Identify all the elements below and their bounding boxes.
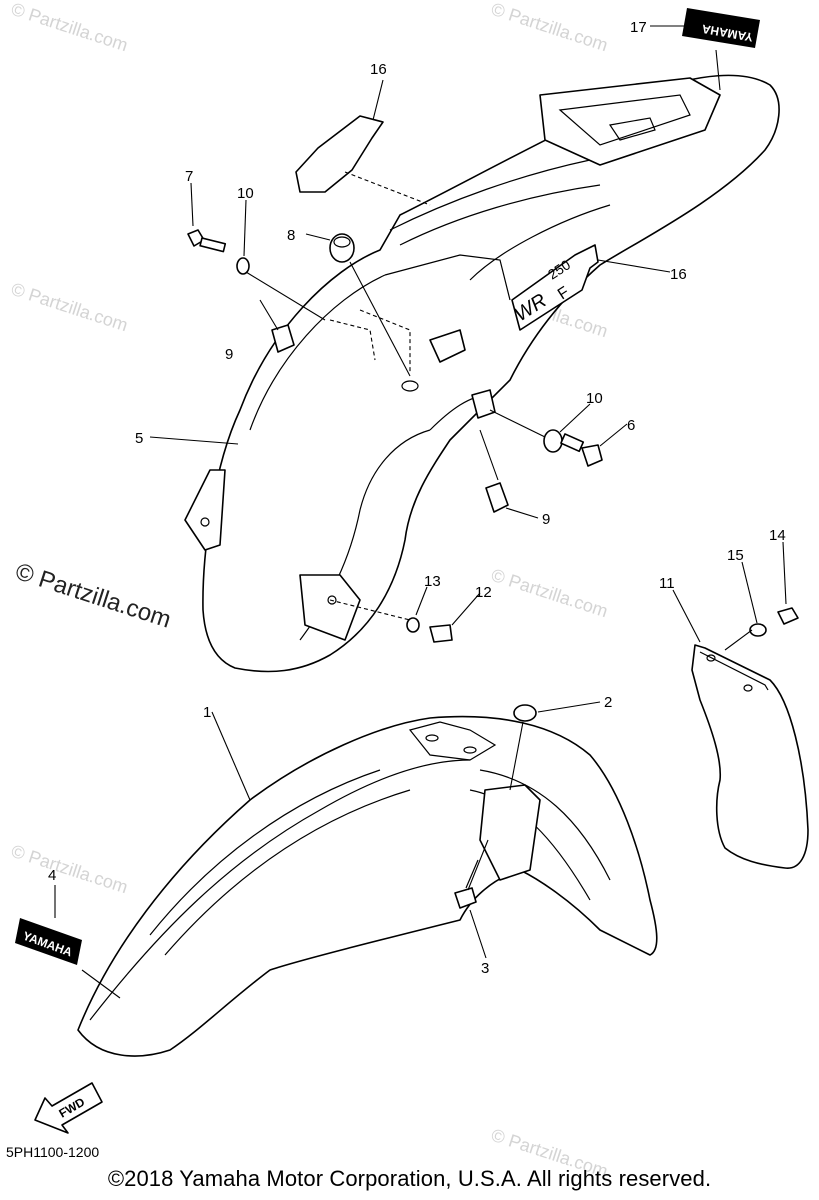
callout-leaders: [54, 25, 787, 999]
callout-14: 14: [769, 527, 786, 544]
mud-flap: [691, 644, 809, 869]
side-decal-loose: [295, 115, 384, 193]
callout-12: 12: [475, 584, 492, 601]
callout-7: 7: [185, 168, 193, 185]
callout-11: 11: [659, 575, 675, 592]
wr250f-decal: WR 250 F: [511, 244, 599, 331]
callout-17: 17: [630, 19, 647, 36]
callout-9-right: 9: [542, 511, 550, 528]
front-fender: [77, 715, 658, 1057]
callout-10-right: 10: [586, 390, 603, 407]
callout-9-left: 9: [225, 346, 233, 363]
watermark: © Partzilla.com: [489, 565, 611, 622]
callout-16-left: 16: [370, 61, 387, 78]
watermark: © Partzilla.com: [9, 279, 131, 336]
rear-fender: [184, 74, 780, 673]
callout-16-right: 16: [670, 266, 687, 283]
callout-1: 1: [203, 704, 211, 721]
callout-10-left: 10: [237, 185, 254, 202]
yamaha-rear-decal: YAMAHA: [682, 8, 760, 48]
callout-13: 13: [424, 573, 441, 590]
hardware: [187, 229, 799, 909]
watermark: © Partzilla.com: [9, 0, 131, 55]
yamaha-front-decal: YAMAHA: [15, 918, 82, 965]
forward-arrow-icon: FWD: [34, 1082, 103, 1134]
callout-2: 2: [604, 694, 612, 711]
copyright-notice: ©2018 Yamaha Motor Corporation, U.S.A. A…: [107, 1166, 712, 1191]
watermark: © Partzilla.com: [489, 0, 611, 55]
callout-8: 8: [287, 227, 295, 244]
callout-4: 4: [48, 867, 56, 884]
diagram-code: 5PH1100-1200: [6, 1144, 100, 1160]
watermark-prominent: © Partzilla.com: [12, 558, 174, 634]
callout-3: 3: [481, 960, 489, 977]
leader-lines: [245, 171, 753, 891]
callout-numbers: 1 2 3 4 5 6 7 8 9 9 10 10 11 12 13 14 15…: [48, 19, 786, 977]
watermark: © Partzilla.com: [9, 841, 131, 898]
callout-6: 6: [627, 417, 635, 434]
callout-15: 15: [727, 547, 744, 564]
callout-5: 5: [135, 430, 143, 447]
